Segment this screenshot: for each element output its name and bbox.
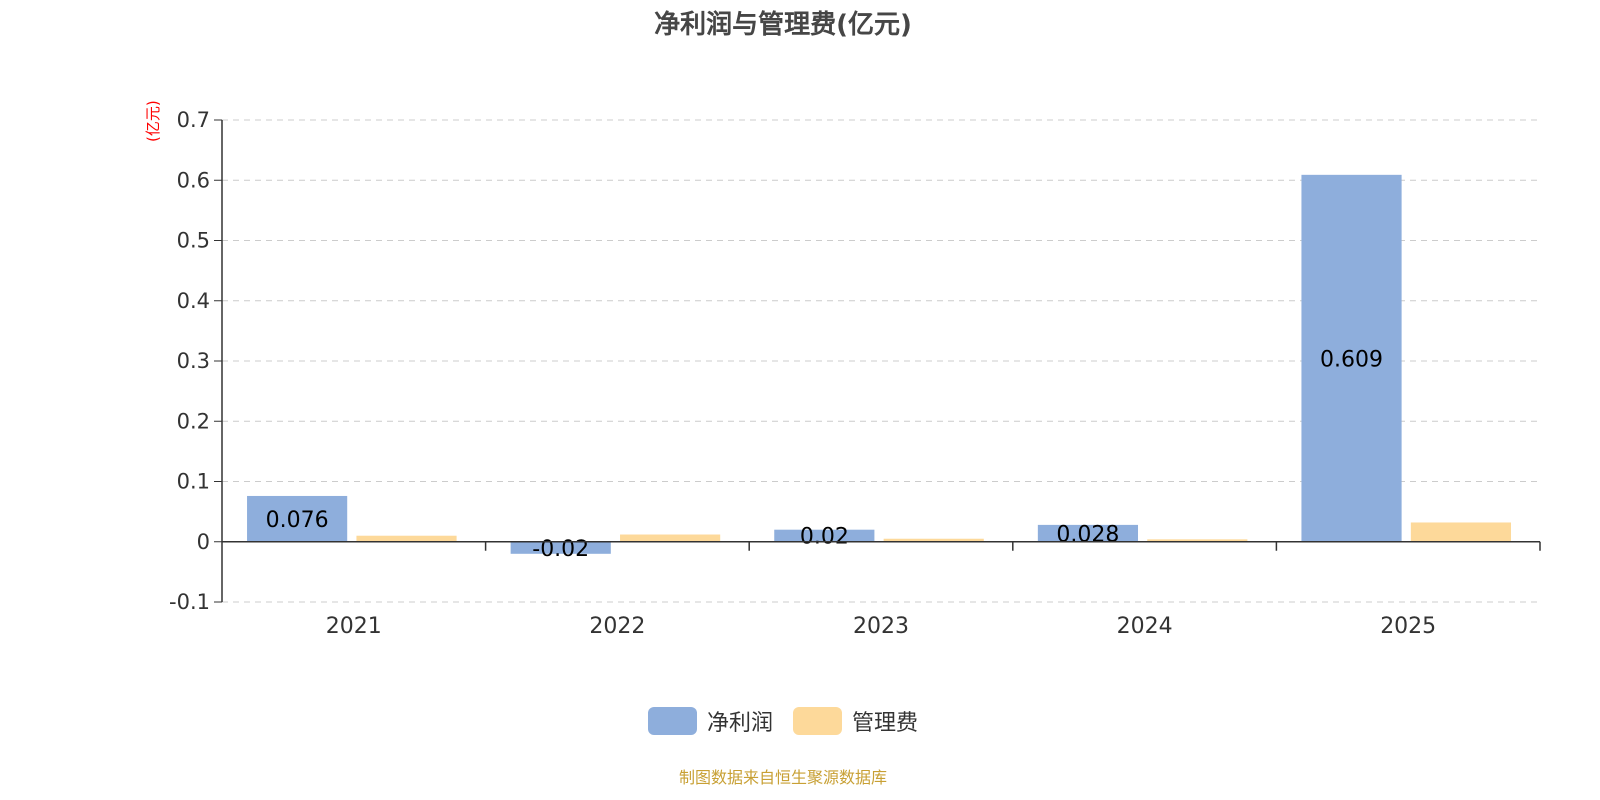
y-tick-label: 0.3 (177, 349, 210, 373)
bar-net-profit (1037, 524, 1139, 542)
legend-swatch-admin-fee (793, 707, 842, 735)
data-label-net-profit: -0.02 (532, 537, 589, 562)
chart-title: 净利润与管理费(亿元) (654, 10, 912, 40)
y-tick-label: 0.5 (177, 229, 210, 253)
bar-net-profit (774, 529, 875, 542)
bar-net-profit (247, 495, 348, 542)
x-tick-label: 2023 (853, 614, 909, 639)
legend-item-admin-fee[interactable]: 管理费 (793, 705, 918, 737)
y-tick-label: 0.6 (177, 168, 210, 192)
legend-label-admin-fee: 管理费 (852, 711, 919, 736)
legend-label-net-profit: 净利润 (706, 711, 773, 736)
y-tick-label: -0.1 (169, 590, 210, 614)
bar-admin-fee (1147, 539, 1248, 542)
bar-admin-fee (620, 534, 721, 542)
legend-swatch-net-profit (647, 707, 697, 735)
bar-admin-fee (356, 535, 457, 542)
legend: 净利润 管理费 (0, 705, 1566, 737)
x-tick-label: 2021 (326, 614, 382, 639)
legend-item-net-profit[interactable]: 净利润 (647, 705, 773, 737)
data-label-net-profit: 0.02 (800, 525, 849, 550)
x-tick-label: 2022 (589, 614, 645, 639)
y-tick-label: 0.4 (177, 289, 210, 313)
data-label-net-profit: 0.076 (266, 508, 329, 533)
y-tick-label: 0.7 (177, 108, 210, 132)
data-label-net-profit: 0.028 (1056, 522, 1119, 547)
bar-net-profit (510, 541, 611, 554)
data-label-net-profit: 0.609 (1320, 347, 1383, 372)
bar-net-profit (1301, 174, 1402, 542)
y-tick-label: 0.2 (177, 409, 210, 433)
bar-admin-fee (883, 538, 984, 542)
y-tick-label: 0.1 (177, 470, 210, 494)
data-source-note: 制图数据来自恒生聚源数据库 (678, 768, 887, 787)
x-tick-label: 2024 (1117, 614, 1173, 639)
x-tick-label: 2025 (1380, 614, 1436, 639)
y-tick-label: 0 (197, 530, 210, 554)
bar-admin-fee (1410, 522, 1512, 542)
